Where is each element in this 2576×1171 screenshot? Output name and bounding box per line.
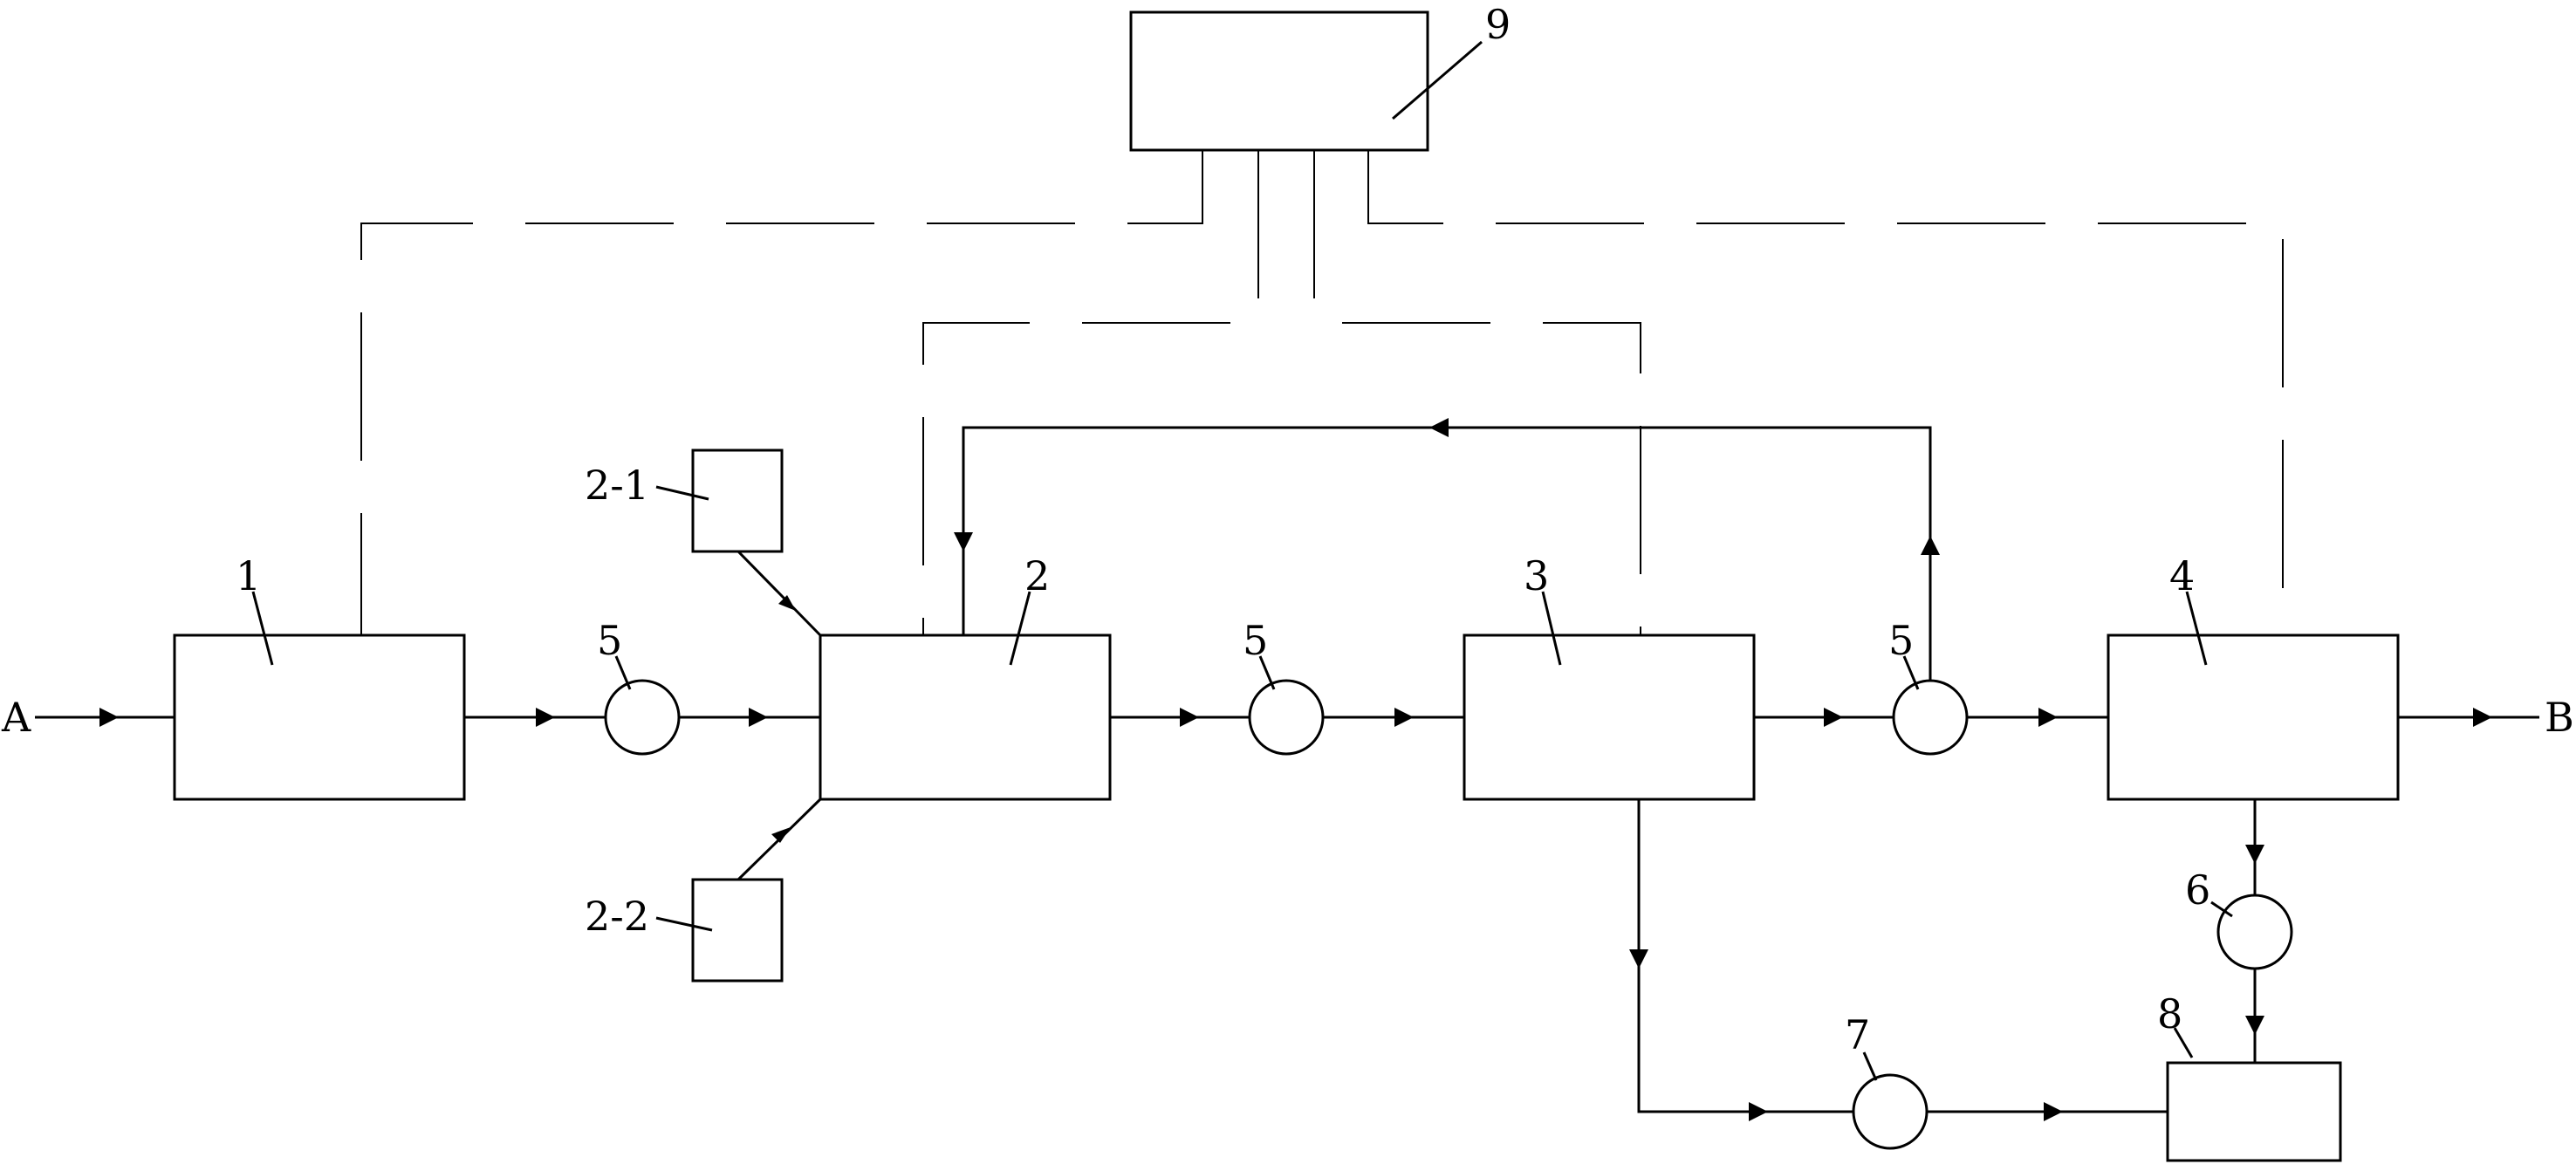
unit-1-label: 1	[236, 552, 261, 599]
tank-8-box	[2166, 1061, 2342, 1162]
unit-1-box	[173, 633, 466, 801]
control-line-to-unit-2	[922, 150, 1259, 635]
arrow-right-icon	[2044, 1102, 2063, 1121]
pump-5-b	[1248, 679, 1325, 756]
inlet-label: A	[1, 694, 31, 741]
flow-3-to-pump-7	[1637, 799, 1853, 1113]
arrow-right-icon	[2473, 708, 2492, 727]
arrow-right-icon	[536, 708, 555, 727]
flow-arrows	[99, 418, 2492, 1121]
tank-8-label: 8	[2157, 990, 2182, 1037]
unit-3-label: 3	[1524, 552, 1549, 599]
unit-4-box	[2107, 633, 2400, 801]
pump-5-a-label: 5	[597, 617, 622, 664]
outlet-label: B	[2545, 694, 2574, 741]
arrow-right-icon	[1394, 708, 1414, 727]
feeder-2-1-box	[691, 449, 784, 553]
leader-2-2	[655, 916, 713, 932]
leader-1	[251, 591, 274, 666]
leader-5-c	[1902, 655, 1920, 690]
arrow-right-icon	[749, 708, 768, 727]
arrow-down-icon	[2245, 845, 2264, 864]
unit-2-label: 2	[1024, 552, 1050, 599]
label-leaders	[251, 40, 2233, 1081]
arrow-left-icon	[1429, 418, 1449, 437]
arrow-right-icon	[1180, 708, 1199, 727]
control-line-to-unit-4	[1367, 150, 2284, 635]
arrow-diagonal-icon	[771, 827, 791, 843]
leader-5-a	[614, 655, 632, 690]
controller-9-label: 9	[1485, 1, 1511, 48]
arrow-diagonal-icon	[778, 595, 796, 611]
leader-9	[1392, 40, 1483, 120]
leader-7	[1862, 1051, 1878, 1081]
feeder-2-2-label: 2-2	[585, 893, 649, 940]
pump-6-label: 6	[2185, 866, 2210, 914]
leader-2-1	[655, 485, 709, 501]
controller-9-box	[1129, 10, 1429, 152]
unit-3-box	[1463, 633, 1756, 801]
unit-4-label: 4	[2169, 552, 2195, 599]
arrow-right-icon	[2038, 708, 2058, 727]
leader-3	[1541, 591, 1562, 666]
arrow-right-icon	[1824, 708, 1843, 727]
arrow-down-icon	[1629, 949, 1648, 969]
control-line-to-unit-1	[360, 150, 1203, 635]
control-line-to-unit-3	[1313, 150, 1641, 635]
feeder-2-1-label: 2-1	[585, 462, 649, 509]
leader-5-b	[1258, 655, 1276, 690]
pump-5-c-label: 5	[1888, 617, 1914, 664]
pump-5-b-label: 5	[1243, 617, 1268, 664]
leader-6	[2210, 901, 2233, 918]
arrow-up-icon	[1921, 536, 1940, 555]
pump-7-label: 7	[1845, 1011, 1870, 1058]
arrow-right-icon	[99, 708, 119, 727]
arrow-down-icon	[2245, 1016, 2264, 1035]
unit-2-box	[819, 633, 1112, 801]
control-signal-lines	[360, 150, 2284, 635]
feeder-2-1-line	[736, 550, 822, 637]
pump-6	[2216, 894, 2293, 970]
pump-5-c	[1892, 679, 1969, 756]
leader-2	[1009, 591, 1031, 666]
arrow-down-icon	[954, 532, 973, 551]
leader-8	[2173, 1027, 2194, 1058]
leader-4	[2185, 591, 2208, 666]
pump-5-a	[604, 679, 681, 756]
pump-7	[1852, 1073, 1929, 1150]
arrow-right-icon	[1749, 1102, 1768, 1121]
